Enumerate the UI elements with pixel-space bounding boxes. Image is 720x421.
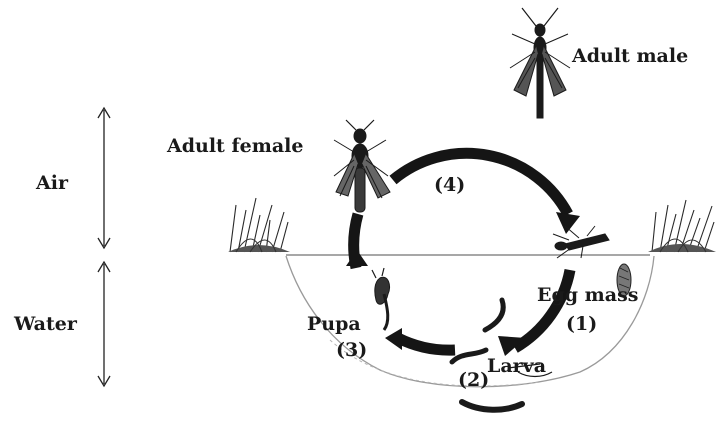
stage-4-number: (4)	[434, 174, 465, 196]
pupa-label: Pupa	[307, 313, 361, 335]
arrowhead-pupa	[385, 328, 402, 350]
water-zone-label: Water	[13, 313, 78, 335]
stage-2-number: (2)	[458, 369, 489, 391]
larva-label: Larva	[487, 355, 546, 377]
cycle-arrow-egg-to-larva	[515, 270, 570, 348]
grass-left-icon	[228, 198, 290, 252]
grass-right-icon	[648, 200, 716, 252]
adult-male-label: Adult male	[571, 45, 688, 67]
stage-1-number: (1)	[566, 313, 597, 335]
adult-female-midge-icon	[334, 120, 390, 212]
air-zone-label: Air	[35, 172, 69, 194]
adult-female-label: Adult female	[166, 135, 303, 157]
ovipositing-female-icon	[553, 226, 609, 258]
cycle-arrow-adult-to-egg	[393, 153, 568, 214]
stage-3-number: (3)	[336, 339, 367, 361]
air-zone-arrow	[98, 108, 110, 248]
adult-male-midge-icon	[510, 8, 570, 118]
cycle-arrow-larva-to-pupa	[398, 338, 455, 350]
arrowhead-egg	[556, 212, 580, 234]
water-zone-arrow	[98, 262, 110, 386]
pupa-icon	[372, 268, 390, 330]
egg-mass-label: Egg mass	[537, 284, 638, 306]
